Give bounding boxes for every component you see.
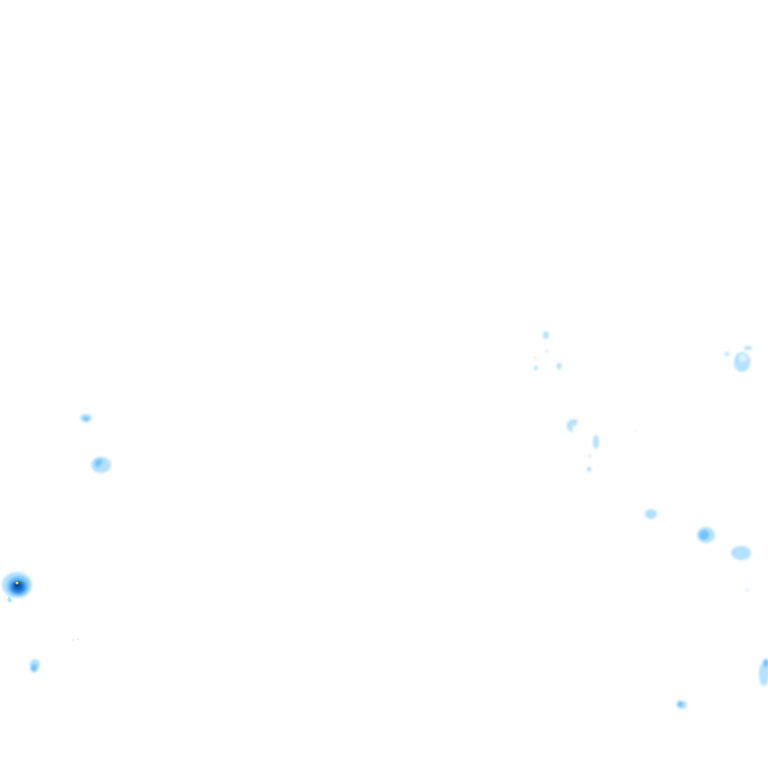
radar-cell-left-2 (91, 457, 111, 473)
cell-speck (745, 588, 749, 592)
cell-light (543, 331, 549, 339)
radar-cell-left-1 (80, 414, 92, 422)
cell-light (724, 352, 730, 356)
cell-light (586, 466, 592, 472)
radar-cluster-bottom-right (677, 659, 768, 709)
cell-moderate (699, 530, 709, 540)
cell-light (731, 546, 751, 560)
cell-light (534, 365, 538, 371)
cell-light (759, 662, 768, 686)
cell-tail (7, 596, 12, 603)
cell-moderate (95, 458, 103, 467)
cell-moderate (677, 701, 683, 707)
cell-speck (72, 639, 74, 641)
cell-moderate (83, 416, 89, 422)
cell-light (744, 346, 752, 350)
cell-light (566, 419, 578, 432)
cell-light (533, 356, 537, 360)
cell-light (556, 362, 562, 370)
cell-peak (15, 581, 19, 585)
cell-very-light (739, 354, 747, 362)
radar-cluster-right-middle (566, 419, 636, 472)
radar-cell-left-bottom (30, 659, 40, 672)
cell-extreme (14, 582, 20, 588)
cell-speck (77, 638, 79, 640)
radar-cluster-right-lower (645, 509, 751, 592)
radar-cluster-right-upper (533, 331, 562, 371)
cell-light (544, 349, 550, 353)
cell-light (593, 435, 599, 449)
radar-cluster-far-right-upper (724, 346, 752, 372)
cell-light (588, 454, 592, 458)
cell-light (645, 509, 657, 519)
cell-speck (634, 430, 636, 432)
cell-moderate (763, 659, 768, 667)
radar-cell-strong-left (2, 572, 32, 598)
cell-moderate (30, 664, 38, 672)
